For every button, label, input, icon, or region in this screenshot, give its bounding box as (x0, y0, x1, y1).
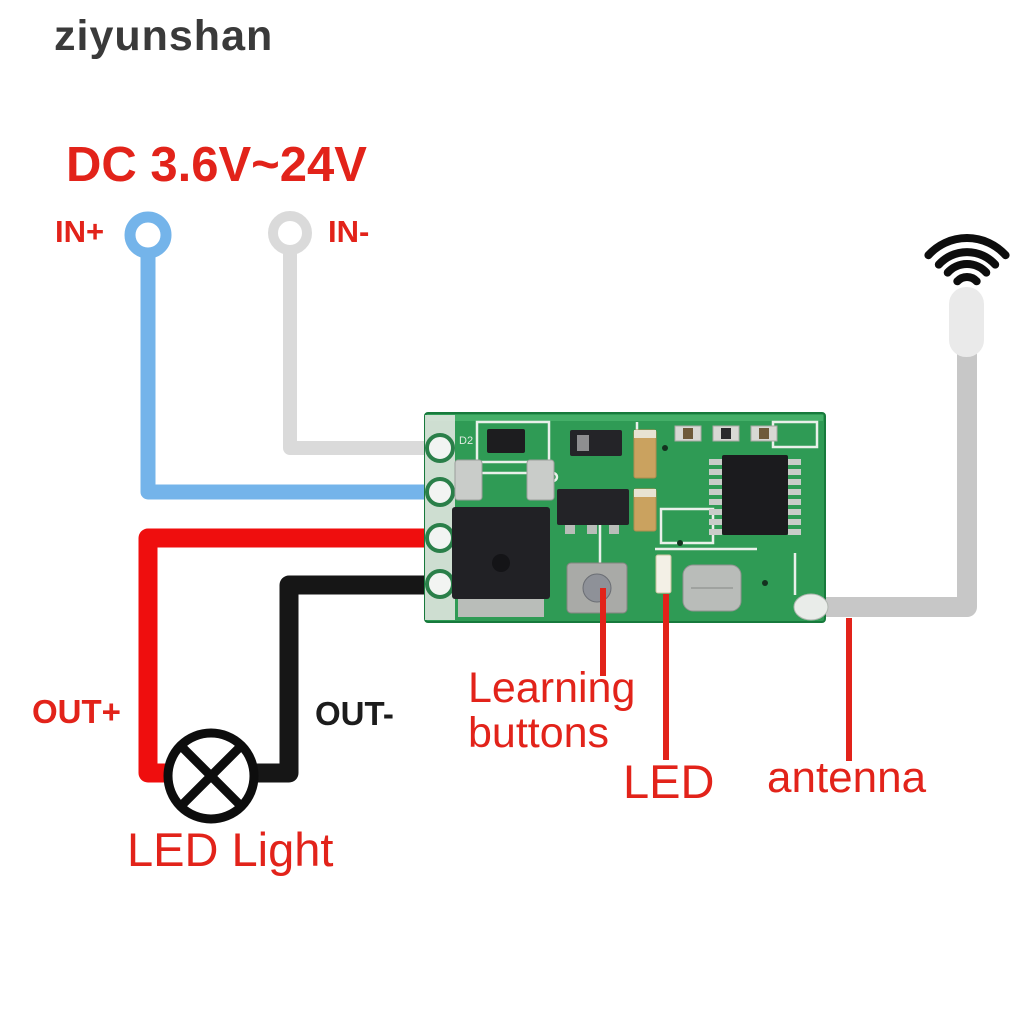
annotation-lines (600, 588, 852, 761)
learning-buttons-line2: buttons (468, 709, 610, 757)
cap-stripe (634, 430, 656, 438)
pad-in-minus (425, 433, 455, 463)
wifi-signal-icon (924, 234, 1010, 286)
regulator-ic (557, 489, 629, 525)
smd-resistor-band (759, 428, 769, 439)
smd-resistor-band (721, 428, 731, 439)
transistor-tab (458, 599, 544, 617)
via-dot (677, 540, 683, 546)
status-led-component (655, 554, 672, 594)
antenna-wire (818, 340, 977, 617)
decoder-ic (709, 455, 801, 535)
in-minus-wire (283, 245, 449, 455)
learning-buttons-label: Learning buttons (468, 666, 635, 756)
smd-capacitor (454, 459, 483, 501)
learning-button (566, 562, 628, 614)
out-plus-label: OUT+ (32, 693, 121, 730)
led-label: LED (623, 755, 715, 808)
power-transistor (452, 507, 550, 599)
ring-terminal-icon (124, 211, 172, 259)
pad-out-plus (425, 523, 455, 553)
in-plus-wire (140, 248, 453, 500)
diode-component (487, 429, 525, 453)
regulator-leg (565, 525, 575, 534)
via-dot (662, 445, 668, 451)
input-wires (124, 211, 453, 500)
transistor-mark (492, 554, 510, 572)
antenna-assembly (818, 234, 1010, 617)
via-dot (762, 580, 768, 586)
regulator-leg (609, 525, 619, 534)
voltage-range-title: DC 3.6V~24V (66, 138, 367, 192)
pad-out-minus (425, 569, 455, 599)
regulator-leg (587, 525, 597, 534)
pad-in-plus (425, 477, 455, 507)
antenna-label: antenna (767, 753, 927, 802)
ring-terminal-icon (268, 211, 312, 255)
pcb-components (452, 425, 829, 621)
pcb-edge-highlight (427, 415, 823, 421)
cap-stripe (634, 489, 656, 497)
lamp-bulb-icon (163, 728, 259, 824)
learning-buttons-line1: Learning (468, 664, 636, 712)
in-plus-label: IN+ (55, 214, 105, 249)
out-minus-wire (250, 575, 448, 783)
out-plus-wire (138, 528, 445, 783)
out-minus-label: OUT- (315, 695, 394, 732)
pcb-silkscreen-d2-label: D2 (459, 435, 473, 447)
receiver-pcb: D2 (424, 412, 829, 623)
smd-resistor-band (683, 428, 693, 439)
pcb-wire-pads (425, 433, 455, 599)
output-wires (138, 528, 448, 824)
smd-resistor-band (577, 435, 589, 451)
brand-watermark: ziyunshan (54, 12, 274, 60)
smd-capacitor (526, 459, 555, 501)
in-minus-label: IN- (328, 214, 370, 249)
antenna-tip (949, 287, 984, 357)
led-light-label: LED Light (127, 823, 334, 876)
antenna-solder-joint (793, 593, 829, 621)
